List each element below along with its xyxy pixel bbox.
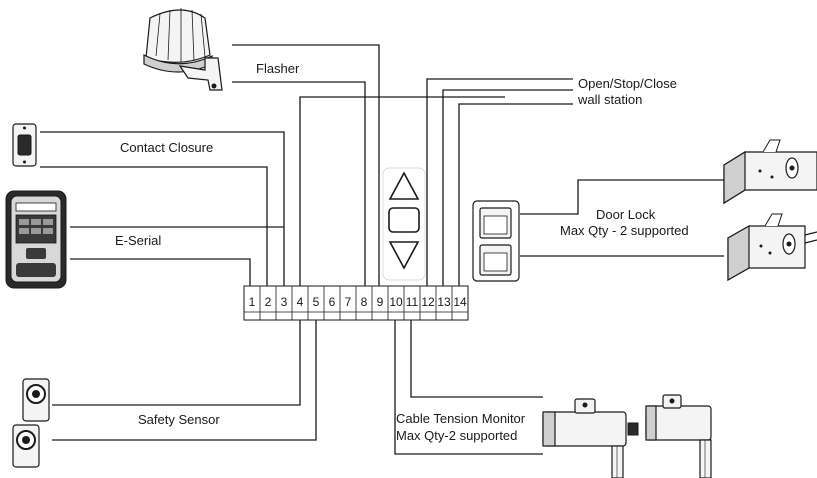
terminal-10: 10 [389,295,403,309]
wire-cable-tension-b [394,320,543,455]
door-lock-icon [723,139,817,282]
wire-flasher-b [232,81,366,290]
terminal-2: 2 [265,295,272,309]
wire-flasher-a [232,44,380,290]
wire-cable-tension-a [410,320,543,398]
push-button-icon [12,123,37,167]
cable-tension-label-line1: Cable Tension Monitor [396,411,526,426]
up-stop-down-station-icon [382,167,426,281]
door-lock-connector-icon [472,200,520,282]
door-lock-label-line2: Max Qty - 2 supported [560,223,689,238]
terminal-4: 4 [297,295,304,309]
wire-safety-sensor-b [52,320,317,441]
contact-closure-label: Contact Closure [120,140,213,155]
cable-tension-monitor-icon [542,394,712,478]
wire-safety-sensor-a [52,320,301,406]
wire-door-lock-a [520,179,724,215]
terminal-9: 9 [377,295,384,309]
flasher-label: Flasher [256,61,300,76]
terminal-7: 7 [345,295,352,309]
wire-contact-closure-b [40,166,268,290]
terminal-6: 6 [329,295,336,309]
wires [40,44,724,455]
wire-contact-closure-a [40,131,285,290]
terminal-1: 1 [249,295,256,309]
terminal-3: 3 [281,295,288,309]
wall-station-label-line1: Open/Stop/Close [578,76,677,91]
wire-wall-station-2 [442,89,573,290]
terminal-14: 14 [453,295,467,309]
terminal-11: 11 [406,295,419,309]
terminal-12: 12 [421,295,435,309]
safety-sensor-label: Safety Sensor [138,412,220,427]
photo-eye-sensor-icon [12,378,50,468]
cable-tension-label-line2: Max Qty-2 supported [396,428,517,443]
wire-wall-station-1 [426,78,573,290]
flasher-light-icon [143,8,223,91]
door-lock-label-line1: Door Lock [596,207,656,222]
terminal-5: 5 [313,295,320,309]
terminal-13: 13 [437,295,451,309]
wire-terminal-4-top [299,96,505,290]
labels: Flasher Contact Closure E-Serial Safety … [115,61,689,443]
wire-e-serial-b [70,258,251,290]
e-serial-label: E-Serial [115,233,161,248]
keypad-controller-icon [5,190,67,289]
wall-station-label-line2: wall station [577,92,642,107]
wire-wall-station-3 [458,103,573,290]
terminal-8: 8 [361,295,368,309]
